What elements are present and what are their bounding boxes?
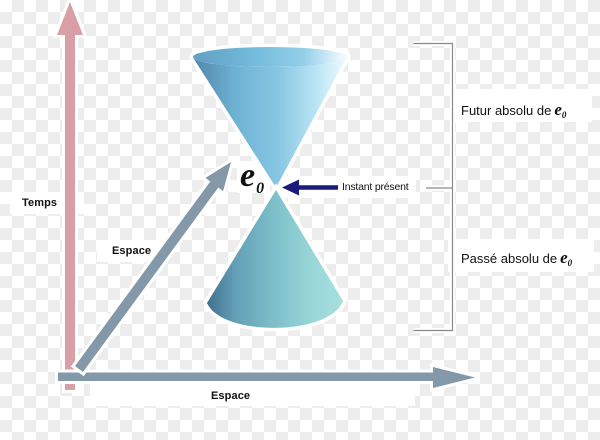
light-cone-lower-surface [207,190,343,328]
light-cone-upper [189,43,351,195]
space-axis-diagonal-arrow [75,162,231,372]
time-axis-label: Temps [22,197,58,209]
future-label-backdrop [452,89,592,122]
present-instant-arrow [282,179,338,196]
light-cone-upper-opening [193,47,347,67]
future-past-bracket [413,42,454,332]
event-e0-label: e0 [240,159,265,202]
light-cone-upper-surface [193,56,348,188]
event-subscript: 0 [561,110,567,120]
space-axis-horizontal-label: Espace [211,390,251,402]
future-label-text: Futur absolu de [461,103,552,118]
event-subscript: 0 [567,258,573,268]
event-symbol: e0 [560,248,573,268]
light-cone-lower [203,183,347,332]
bracket-halo [413,41,455,333]
event-symbol: e [240,157,256,194]
event-symbol-glyph: e [560,248,568,267]
time-axis-arrow [57,2,83,390]
present-instant-label: Instant présent [342,181,409,193]
event-symbol-glyph: e [554,100,562,119]
past-label-text: Passé absolu de [461,251,558,266]
space-axis-diagonal-label: Espace [112,245,152,257]
event-symbol: e0 [554,100,567,120]
espace-diagonal-label-backdrop [97,240,165,262]
past-label-backdrop [448,239,594,272]
event-subscript: 0 [256,180,265,197]
space-axis-horizontal-arrow [58,367,475,388]
instant-present-backdrop [279,176,416,198]
